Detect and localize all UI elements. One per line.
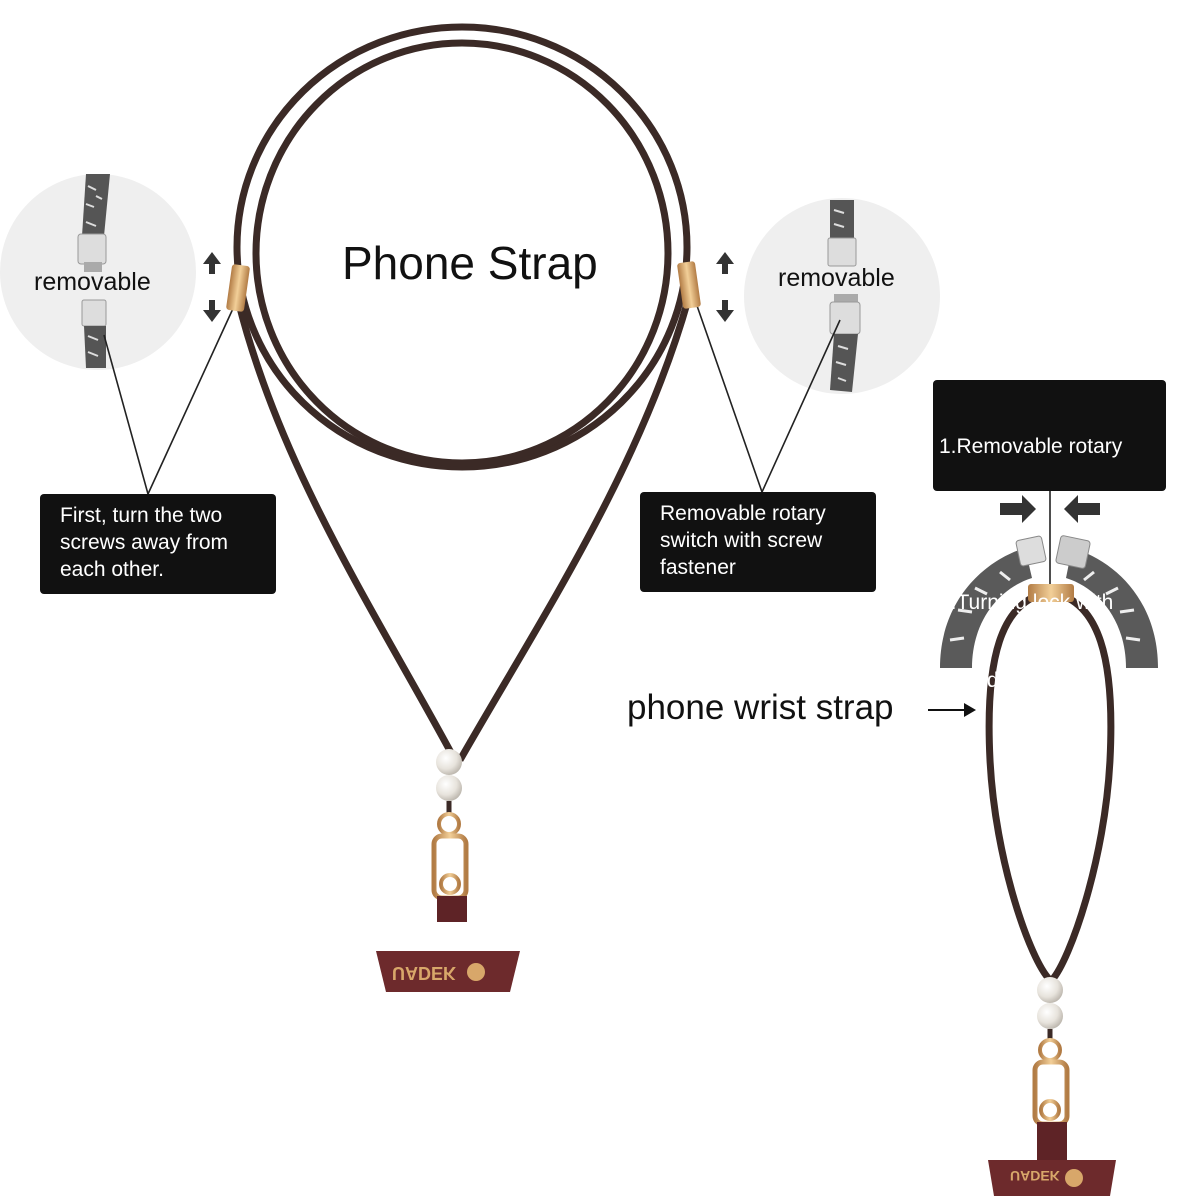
left-connector	[226, 264, 250, 312]
arrow-up-icon	[716, 252, 734, 274]
compress-arrows	[1000, 495, 1100, 523]
right-connector	[677, 261, 701, 309]
wrist-removable-detail	[940, 535, 1158, 668]
wrist-strap-hardware	[988, 977, 1116, 1196]
right-callout-line: switch with screw	[660, 529, 823, 552]
arrow-up-icon	[203, 252, 221, 274]
brand-logo-icon	[467, 963, 485, 981]
right-callout: Removable rotary switch with screw faste…	[640, 492, 876, 592]
pearl-bead-icon	[1037, 1003, 1063, 1029]
left-callout-line: screws away from	[60, 531, 229, 554]
wrist-callout: 1.Removable rotary switch 2.Turning lock…	[933, 380, 1166, 692]
left-callout: First, turn the two screws away from eac…	[40, 494, 276, 594]
arrow-down-icon	[203, 300, 221, 322]
neck-strap-hardware	[376, 749, 520, 992]
brand-logo-text: UADEK	[392, 963, 457, 983]
right-adjust-arrows	[716, 252, 734, 322]
wrist-callout-line: thread	[939, 669, 999, 692]
arrow-right-icon	[1000, 495, 1036, 523]
right-callout-line: Removable rotary	[660, 502, 826, 525]
right-removable-label: removable	[778, 264, 895, 292]
wrist-callout-line: 2.Turning lock with	[939, 591, 1114, 614]
left-callout-line: each other.	[60, 558, 164, 581]
brand-logo-icon	[1065, 1169, 1083, 1187]
neck-cord	[233, 23, 692, 762]
arrow-right-icon	[964, 703, 976, 717]
right-removable-detail	[827, 200, 861, 392]
left-adjust-arrows	[203, 252, 221, 322]
pearl-bead-icon	[436, 749, 462, 775]
wrist-callout-line: switch	[939, 513, 1004, 536]
clasp-icon	[1032, 1059, 1070, 1127]
leader-lines	[103, 299, 1051, 585]
page-title: Phone Strap	[342, 237, 598, 289]
pearl-bead-icon	[436, 775, 462, 801]
wrist-strap-label: phone wrist strap	[627, 688, 894, 727]
arrow-down-icon	[716, 300, 734, 322]
arrow-left-icon	[1064, 495, 1100, 523]
wrist-callout-line: 1.Removable rotary	[939, 435, 1123, 458]
pearl-bead-icon	[1037, 977, 1063, 1003]
clasp-icon	[431, 833, 469, 901]
brand-logo-text: UADEK	[1010, 1168, 1060, 1184]
left-removable-detail	[77, 174, 110, 368]
right-callout-line: fastener	[660, 556, 736, 579]
left-removable-label: removable	[34, 268, 151, 296]
left-callout-line: First, turn the two	[60, 504, 223, 527]
wrist-cord	[985, 584, 1115, 983]
